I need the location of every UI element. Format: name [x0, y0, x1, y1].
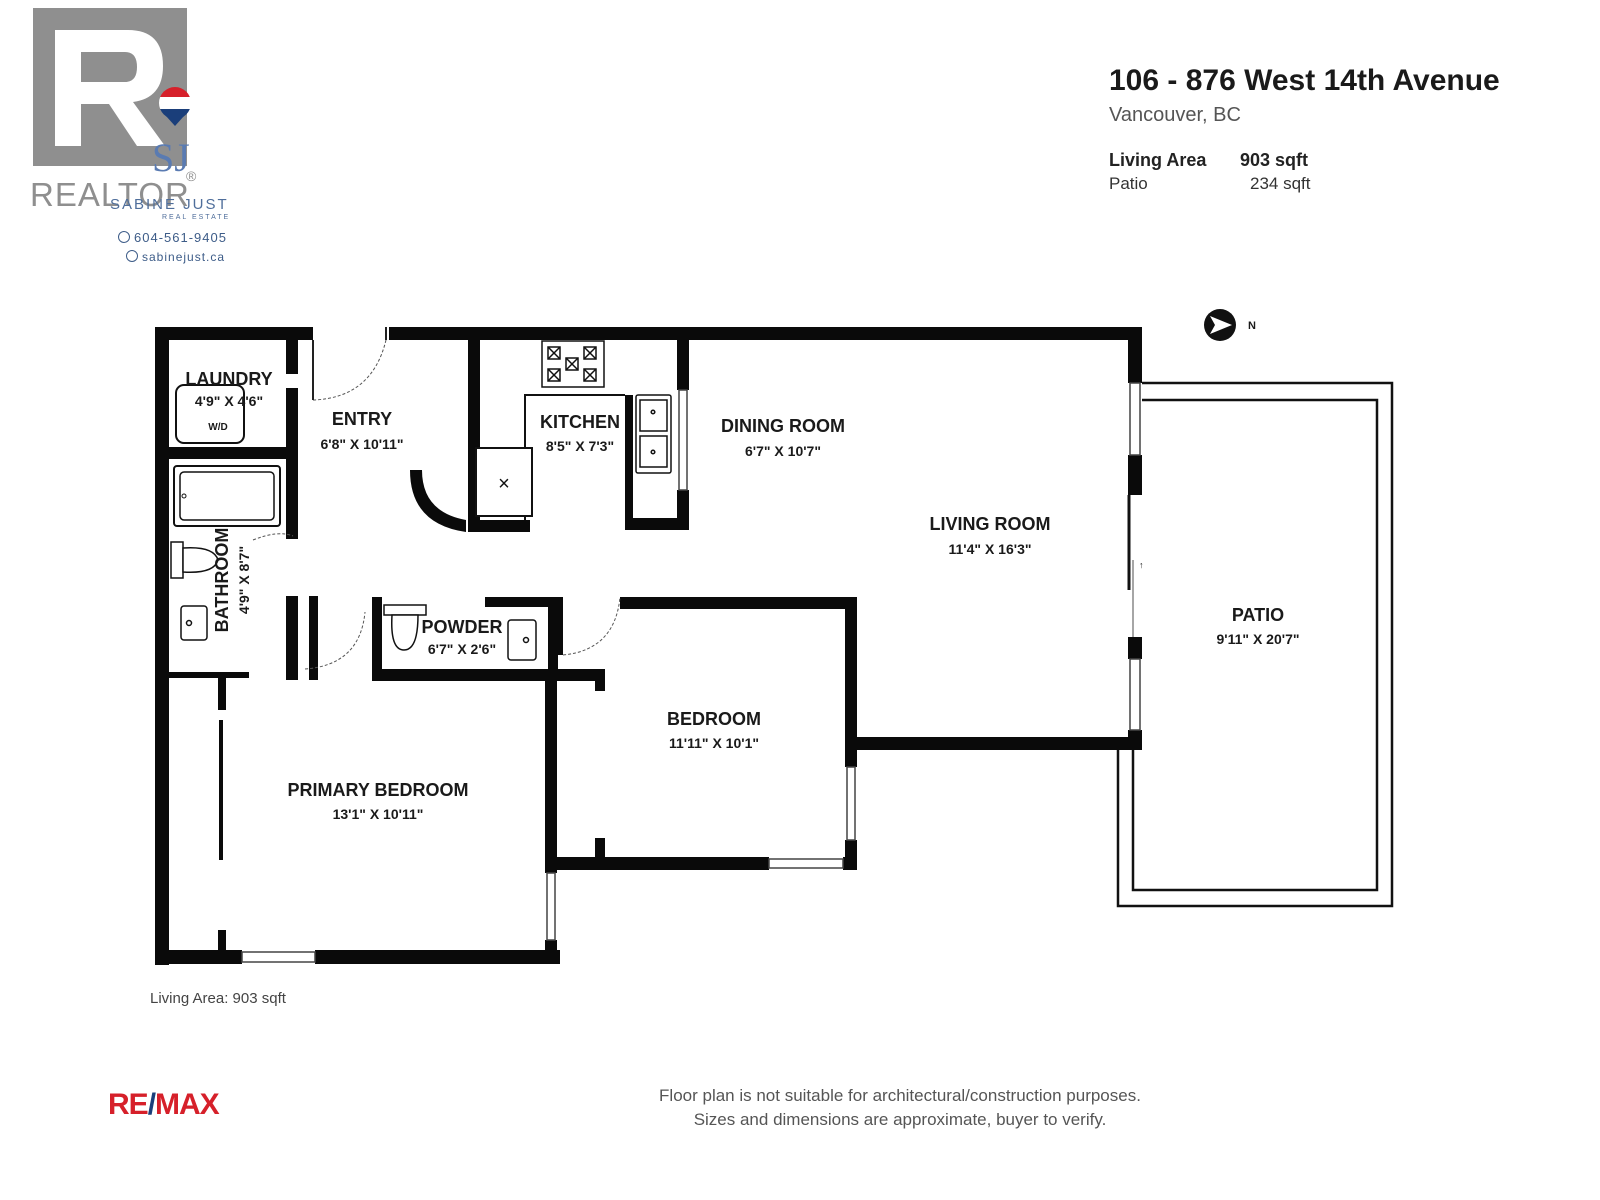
- realtor-r-icon: [33, 8, 187, 166]
- powder-sink-icon: [507, 619, 537, 661]
- realtor-wordmark: REALTOR: [30, 176, 190, 213]
- entry-name: ENTRY: [332, 409, 392, 429]
- laundry-dim: 4'9" X 4'6": [195, 393, 263, 409]
- living-area-footnote: Living Area: 903 sqft: [150, 990, 286, 1007]
- remax-slash: /: [147, 1088, 156, 1121]
- kitchen-sink-icon: [635, 394, 672, 474]
- north-arrow-icon: N: [1204, 309, 1256, 341]
- living-area-value: 903 sqft: [1240, 150, 1309, 170]
- walls: [155, 327, 1142, 965]
- living-area-label: Living Area: [1109, 150, 1207, 170]
- bathtub-icon: [173, 465, 281, 527]
- remax-logo: RE/MAX: [108, 1088, 220, 1122]
- remax-balloon-icon: [158, 86, 192, 131]
- registered-mark: ®: [186, 168, 197, 184]
- room-labels: LAUNDRY 4'9" X 4'6" ENTRY 6'8" X 10'11" …: [185, 369, 1299, 822]
- patio-dim: 9'11" X 20'7": [1217, 631, 1300, 647]
- fridge-icon: ×: [475, 447, 533, 517]
- bathroom-dim: 4'9" X 8'7": [236, 546, 252, 614]
- patio-name: PATIO: [1232, 605, 1284, 625]
- agent-monogram: SJ: [152, 135, 190, 180]
- dining-dim: 6'7" X 10'7": [745, 443, 821, 459]
- primary-dim: 13'1" X 10'11": [333, 806, 424, 822]
- laundry-fixture-label: W/D: [208, 422, 227, 433]
- bedroom-name: BEDROOM: [667, 709, 761, 729]
- laundry-name: LAUNDRY: [185, 369, 272, 389]
- disclaimer-line-1: Floor plan is not suitable for architect…: [659, 1086, 1141, 1105]
- agent-phone-text: 604-561-9405: [134, 230, 227, 245]
- agent-name: SABINE JUST: [110, 196, 229, 213]
- property-city: Vancouver, BC: [1109, 104, 1241, 126]
- kitchen-dim: 8'5" X 7'3": [546, 438, 614, 454]
- property-address: 106 - 876 West 14th Avenue: [1109, 64, 1500, 97]
- agent-website: sabinejust.ca: [126, 250, 225, 264]
- globe-icon: [126, 250, 138, 262]
- realtor-logo: SJ REALTOR ® SABINE JUST REAL ESTATE 604…: [30, 8, 270, 270]
- bathroom-toilet-icon: [170, 541, 219, 579]
- patio-area-label: Patio: [1109, 174, 1148, 193]
- remax-max: MAX: [155, 1088, 220, 1121]
- sliding-door: ↑: [1127, 495, 1144, 637]
- door-leaves: [312, 327, 387, 400]
- patio-outline: [1116, 381, 1394, 908]
- compass-label: N: [1248, 320, 1256, 332]
- svg-text:↑: ↑: [1139, 560, 1144, 570]
- entry-dim: 6'8" X 10'11": [321, 436, 404, 452]
- dining-name: DINING ROOM: [721, 416, 845, 436]
- remax-re: RE: [108, 1088, 149, 1121]
- disclaimer-line-2: Sizes and dimensions are approximate, bu…: [693, 1110, 1107, 1129]
- washer-dryer-icon: W/D: [175, 384, 245, 444]
- door-swings: [252, 339, 621, 670]
- phone-icon: [118, 231, 130, 243]
- windows: [241, 382, 1141, 963]
- kitchen-name: KITCHEN: [540, 412, 620, 432]
- agent-subtitle: REAL ESTATE: [162, 214, 231, 221]
- bathroom-name: BATHROOM: [212, 528, 232, 633]
- agent-phone: 604-561-9405: [118, 230, 227, 245]
- living-name: LIVING ROOM: [930, 514, 1051, 534]
- primary-name: PRIMARY BEDROOM: [287, 780, 468, 800]
- stove-icon: [541, 340, 605, 388]
- powder-dim: 6'7" X 2'6": [428, 641, 496, 657]
- agent-website-text: sabinejust.ca: [142, 250, 226, 264]
- powder-name: POWDER: [422, 617, 503, 637]
- bathroom-sink-icon: [180, 605, 208, 641]
- patio-area-value: 234 sqft: [1250, 174, 1311, 193]
- svg-text:×: ×: [498, 473, 510, 495]
- powder-toilet-icon: [383, 604, 427, 651]
- bedroom-dim: 11'11" X 10'1": [669, 735, 759, 751]
- disclaimer: Floor plan is not suitable for architect…: [600, 1084, 1200, 1132]
- living-dim: 11'4" X 16'3": [949, 541, 1032, 557]
